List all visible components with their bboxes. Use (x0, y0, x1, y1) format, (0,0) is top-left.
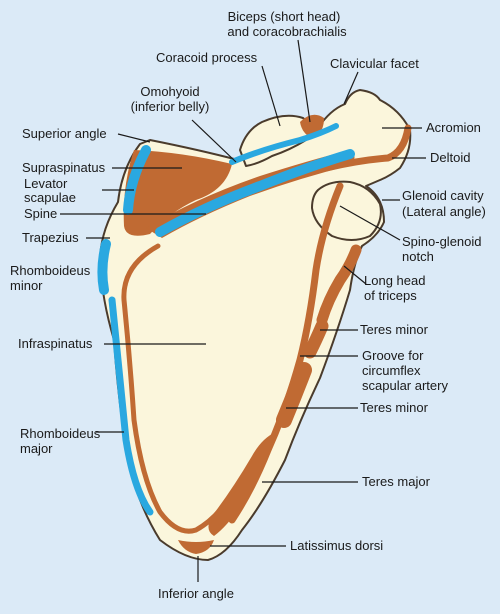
trapezius-attachment (155, 149, 355, 237)
label-rhomboideus-major: Rhomboideus (20, 426, 101, 441)
latissimus-area (178, 540, 214, 554)
leader-lines (60, 39, 426, 582)
label-trapezius: Trapezius (22, 230, 79, 245)
label-of-triceps: of triceps (364, 288, 417, 303)
leader-spino-glenoid (339, 205, 401, 241)
omohyoid-attachment (229, 123, 339, 165)
label-minor: minor (10, 278, 43, 293)
label-rhomboideus-minor: Rhomboideus (10, 263, 91, 278)
label-deltoid: Deltoid (430, 150, 470, 165)
label-coracoid-process: Coracoid process (156, 50, 258, 65)
label-groove: Groove for (362, 348, 424, 363)
levator-scapulae-attachment (123, 145, 151, 215)
label-acromion: Acromion (426, 120, 481, 135)
label-omohyoid-belly: (inferior belly) (131, 99, 210, 114)
label-teres-minor-lower: Teres minor (360, 400, 429, 415)
teres-minor-lower-area (276, 362, 312, 428)
label-inferior-angle: Inferior angle (158, 586, 234, 601)
label-latissimus-dorsi: Latissimus dorsi (290, 538, 383, 553)
rhomboideus-major-attachment (108, 296, 154, 516)
label-major: major (20, 441, 53, 456)
label-scapular-artery: scapular artery (362, 378, 448, 393)
leader-biceps (297, 39, 311, 123)
teres-minor-upper-area (303, 319, 329, 359)
label-notch: notch (402, 249, 434, 264)
label-glenoid-cavity: Glenoid cavity (402, 188, 484, 203)
leader-clavicular (343, 71, 359, 105)
rhomboideus-minor-attachment (97, 239, 111, 295)
infraspinatus-border (121, 243, 231, 534)
leader-coracoid (261, 65, 281, 127)
label-long-head: Long head (364, 273, 425, 288)
teres-major-area (208, 432, 276, 536)
deltoid-area (322, 124, 412, 172)
label-teres-minor-upper: Teres minor (360, 322, 429, 337)
label-omohyoid: Omohyoid (140, 84, 199, 99)
label-clavicular-facet: Clavicular facet (330, 56, 419, 71)
leader-superior-angle (117, 133, 151, 143)
leader-omohyoid (191, 119, 237, 163)
label-biceps: Biceps (short head) (228, 9, 341, 24)
label-infraspinatus: Infraspinatus (18, 336, 93, 351)
long-head-triceps-area (316, 244, 362, 326)
label-levator-scapulae: scapulae (24, 190, 76, 205)
label-lateral-angle: (Lateral angle) (402, 204, 486, 219)
label-superior-angle: Superior angle (22, 126, 107, 141)
label-supraspinatus: Supraspinatus (22, 160, 106, 175)
label-levator: Levator (24, 176, 68, 191)
label-spino-glenoid: Spino-glenoid (402, 234, 482, 249)
leader-long-head (343, 265, 367, 285)
label-circumflex: circumflex (362, 363, 421, 378)
label-spine: Spine (24, 206, 57, 221)
label-teres-major: Teres major (362, 474, 431, 489)
label-coracobrachialis: and coracobrachialis (227, 24, 347, 39)
